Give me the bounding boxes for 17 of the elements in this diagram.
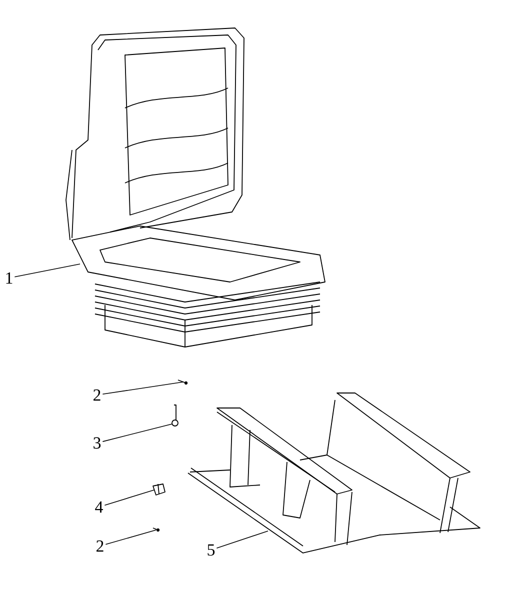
callout-number: 1 bbox=[6, 272, 12, 284]
leader-line bbox=[14, 264, 80, 278]
bolt-drawing bbox=[152, 528, 160, 532]
callout-number: 3 bbox=[94, 437, 101, 449]
leader-line bbox=[105, 530, 156, 545]
clip-drawing bbox=[172, 404, 178, 426]
callout-number: 4 bbox=[95, 501, 103, 513]
leader-line bbox=[216, 530, 268, 548]
leader-line bbox=[102, 382, 184, 395]
nut-drawing bbox=[152, 484, 166, 496]
leader-line bbox=[102, 424, 172, 442]
leader-line bbox=[104, 490, 154, 506]
callout-number: 5 bbox=[208, 544, 215, 556]
bolt-drawing bbox=[178, 380, 188, 385]
seat-drawing bbox=[66, 28, 326, 348]
callout-number: 2 bbox=[96, 540, 104, 552]
callout-number: 2 bbox=[94, 389, 100, 401]
